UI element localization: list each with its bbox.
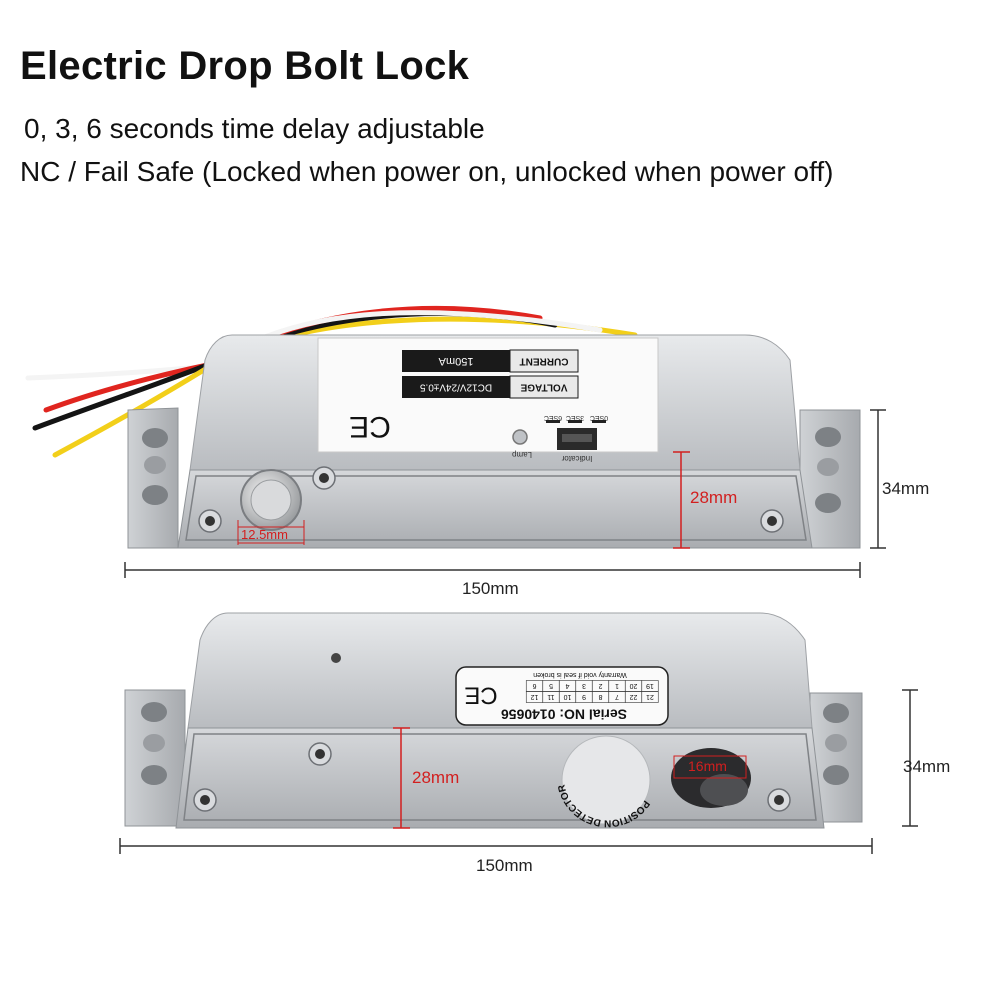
current-value: 150mA: [438, 355, 474, 367]
position-detector-stamp: [561, 735, 651, 825]
digit-label: 20: [630, 682, 638, 689]
digit-label: 3: [582, 682, 586, 689]
digit-label: 21: [646, 693, 654, 700]
warranty-text: Warranty void if seal is broken: [533, 671, 627, 678]
digit-label: 9: [582, 693, 586, 700]
top-height-label: 34mm: [882, 479, 930, 498]
digit-label: 11: [547, 693, 554, 700]
switch-label-6sec: 6SEC: [544, 414, 562, 421]
switch-label-3sec: 3SEC: [566, 414, 584, 421]
bolt-diameter-label: 12.5mm: [241, 527, 288, 542]
top-width-label: 150mm: [462, 579, 519, 598]
lamp-led: [512, 429, 528, 445]
bottom-height-label: 34mm: [903, 757, 951, 776]
digit-label: 22: [630, 693, 638, 700]
serial-number: Serial NO: 0140656: [501, 706, 627, 722]
bottom-inner-height-label: 28mm: [412, 768, 460, 787]
ce-mark: CE: [349, 410, 391, 443]
digit-label: 4: [565, 682, 569, 689]
digit-label: 2: [598, 682, 602, 689]
digit-label: 12: [531, 693, 539, 700]
switch-label-0sec: 0SEC: [590, 414, 608, 421]
digit-label: 10: [564, 693, 572, 700]
voltage-key: VOLTAGE: [520, 381, 567, 392]
bottom-width-label: 150mm: [476, 856, 533, 875]
top-lock-unit: 150mA CURRENT DC12V/24V±0.5 VOLTAGE CE 6…: [25, 305, 886, 578]
digit-label: 1: [615, 682, 619, 689]
ce-mark-bottom: CE: [464, 682, 497, 709]
top-inner-height-label: 28mm: [690, 488, 738, 507]
feature-failsafe-text: NC / Fail Safe (Locked when power on, un…: [20, 156, 834, 187]
digit-label: 5: [549, 682, 553, 689]
feature-delay-text: 0, 3, 6 seconds time delay adjustable: [24, 113, 485, 144]
bottom-lock-unit: Warranty void if seal is broken 19201234…: [119, 612, 918, 854]
hole-diameter-label: 16mm: [688, 758, 727, 774]
serial-label: [455, 666, 669, 726]
digit-label: 8: [598, 693, 602, 700]
digit-label: 6: [532, 682, 536, 689]
digit-cell: [525, 691, 544, 703]
voltage-value: DC12V/24V±0.5: [419, 381, 492, 392]
current-key: CURRENT: [520, 355, 569, 366]
lamp-label: Lamp: [511, 450, 532, 459]
digit-label: 19: [646, 682, 654, 689]
digit-label: 7: [615, 693, 619, 700]
page-title: Electric Drop Bolt Lock: [20, 44, 470, 88]
indicator-label: Indicator: [561, 454, 592, 463]
